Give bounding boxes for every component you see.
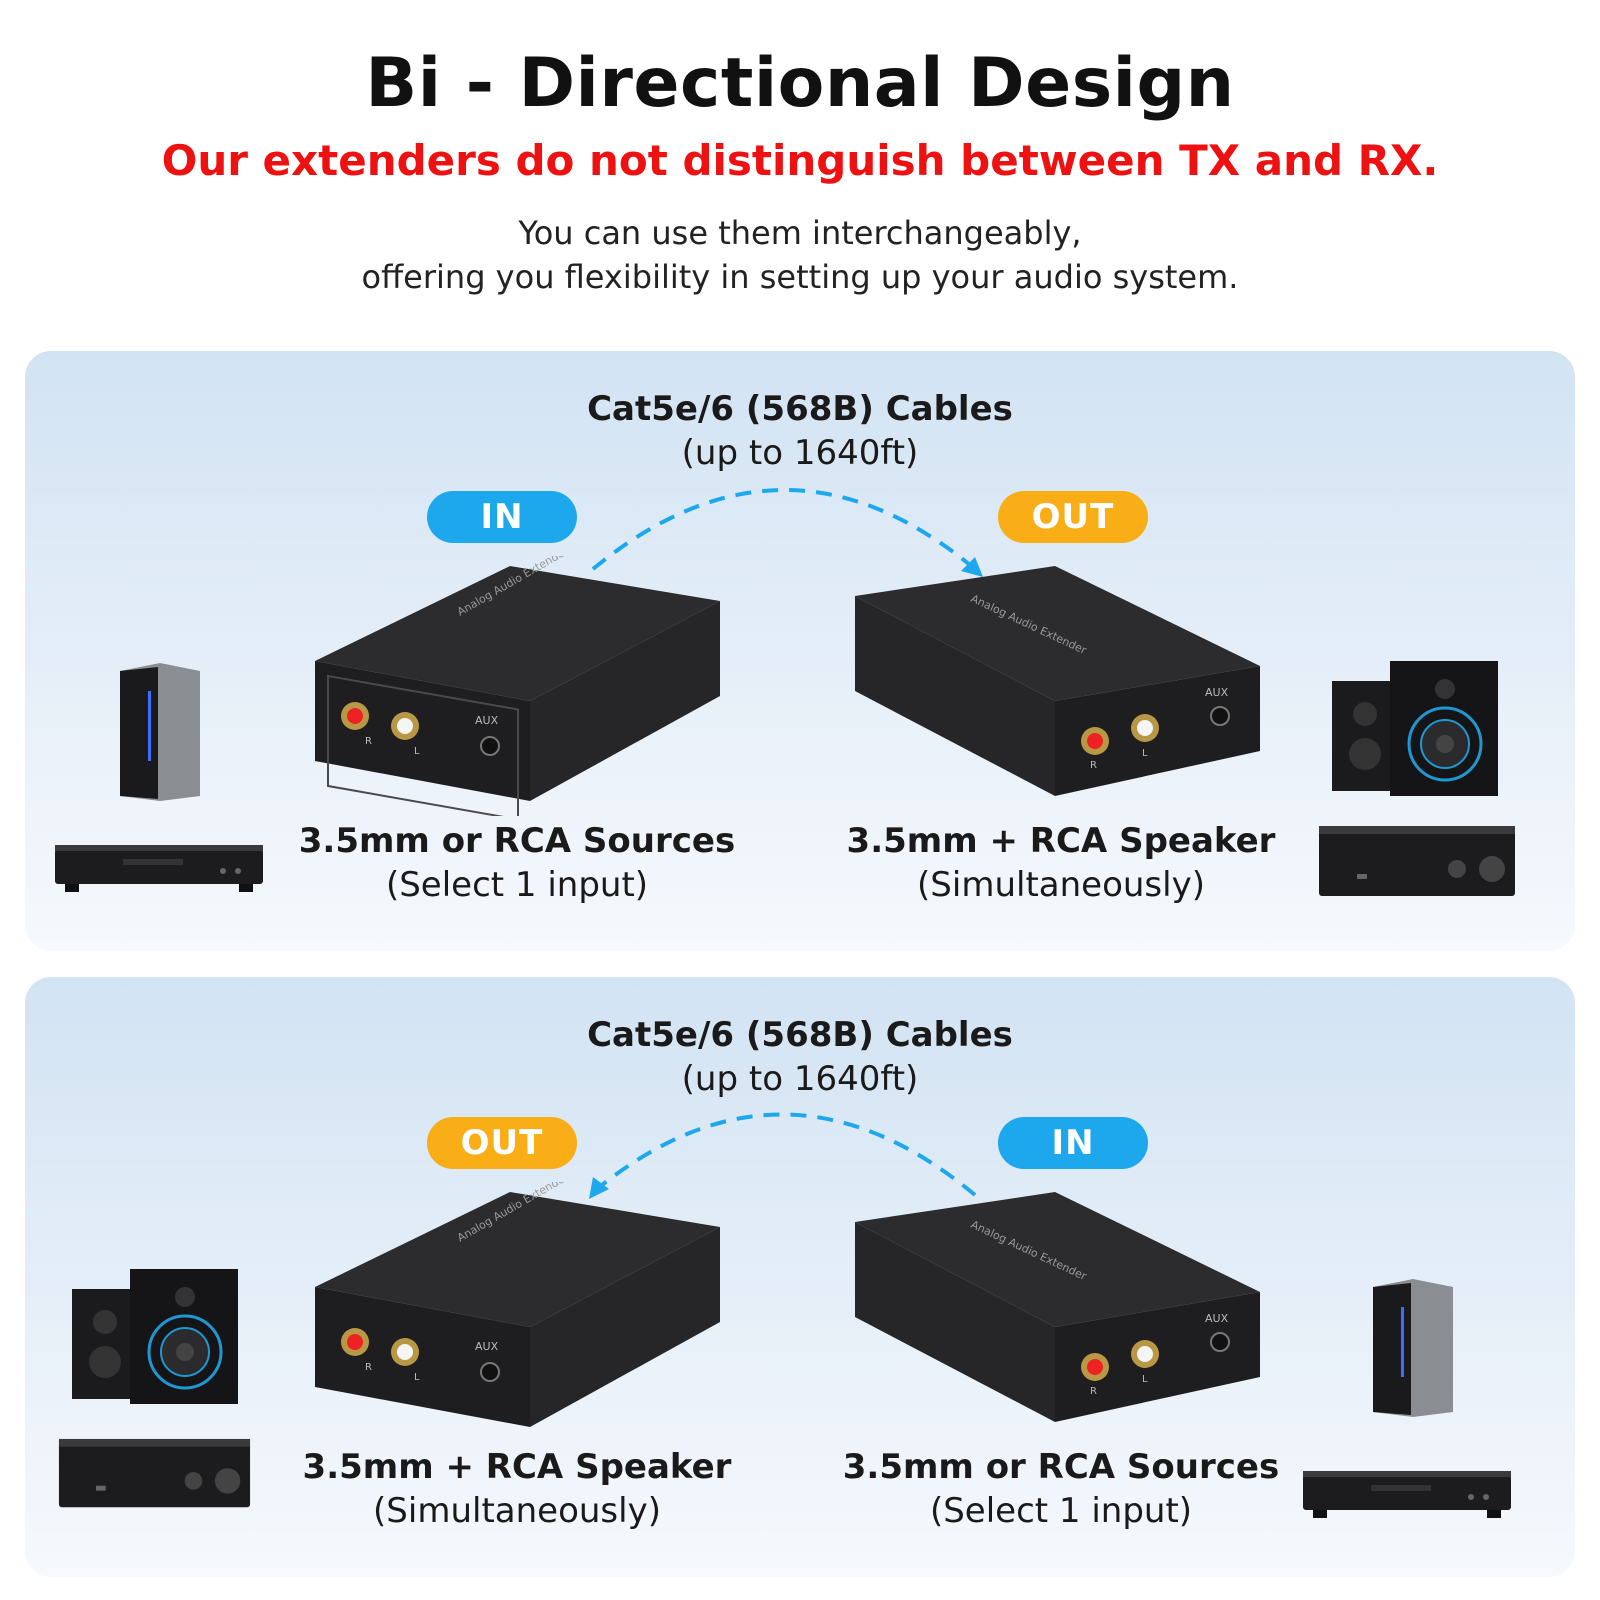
arrow-head	[589, 1177, 609, 1199]
description-line-2: offering you flexibility in setting up y…	[361, 258, 1239, 296]
dvd-player-icon	[55, 845, 263, 892]
page-subtitle: Our extenders do not distinguish between…	[161, 136, 1439, 185]
right-caption: 3.5mm or RCA Sources (Select 1 input)	[821, 1447, 1301, 1531]
port-l-label: L	[1142, 1374, 1148, 1385]
cable-title: Cat5e/6 (568B) Cables	[587, 389, 1013, 429]
audio-extender-device: R L AUX Analog Audio Extender	[855, 566, 1260, 796]
out-badge: OUT	[427, 1117, 577, 1169]
port-r-label: R	[365, 1362, 372, 1373]
right-caption-sub: (Simultaneously)	[917, 865, 1205, 905]
out-badge: OUT	[998, 491, 1148, 543]
left-caption-sub: (Simultaneously)	[373, 1491, 661, 1531]
pc-tower-icon	[120, 663, 200, 801]
av-receiver-icon	[58, 1438, 251, 1508]
pc-tower-icon	[1373, 1279, 1453, 1417]
port-aux-label: AUX	[1205, 686, 1229, 699]
left-caption: 3.5mm + RCA Speaker (Simultaneously)	[277, 1447, 757, 1531]
port-l-label: L	[414, 746, 420, 757]
port-aux-label: AUX	[1205, 1312, 1229, 1325]
port-l-label: L	[414, 1372, 420, 1383]
av-receiver-icon	[1319, 826, 1515, 896]
page-title: Bi - Directional Design	[365, 44, 1235, 123]
speakers-icon	[1332, 661, 1498, 796]
right-caption: 3.5mm + RCA Speaker (Simultaneously)	[821, 821, 1301, 905]
cable-arrow	[591, 488, 983, 577]
description-line-1: You can use them interchangeably,	[518, 214, 1082, 252]
in-badge: IN	[427, 491, 577, 543]
left-caption-main: 3.5mm + RCA Speaker	[302, 1447, 732, 1487]
audio-extender-device: R L AUX Analog Audio Extender	[855, 1192, 1260, 1422]
left-caption-main: 3.5mm or RCA Sources	[298, 821, 736, 861]
top-panel: Cat5e/6 (568B) Cables (up to 1640ft) IN …	[25, 351, 1575, 951]
port-r-label: R	[1090, 1386, 1097, 1397]
port-aux-label: AUX	[475, 714, 499, 727]
left-caption-sub: (Select 1 input)	[385, 865, 649, 905]
right-caption-main: 3.5mm or RCA Sources	[842, 1447, 1280, 1487]
cable-range: (up to 1640ft)	[681, 1059, 919, 1099]
arrow-head	[961, 557, 983, 577]
bottom-panel: Cat5e/6 (568B) Cables (up to 1640ft) OUT…	[25, 977, 1575, 1577]
cable-range: (up to 1640ft)	[681, 433, 919, 473]
audio-extender-device: R L AUX Analog Audio Extender	[315, 1182, 720, 1427]
cable-title: Cat5e/6 (568B) Cables	[587, 1015, 1013, 1055]
right-caption-main: 3.5mm + RCA Speaker	[846, 821, 1276, 861]
in-badge: IN	[998, 1117, 1148, 1169]
left-caption: 3.5mm or RCA Sources (Select 1 input)	[277, 821, 757, 905]
port-r-label: R	[365, 736, 372, 747]
right-caption-sub: (Select 1 input)	[929, 1491, 1193, 1531]
port-aux-label: AUX	[475, 1340, 499, 1353]
speakers-icon	[72, 1269, 238, 1404]
cable-arrow	[589, 1112, 977, 1199]
port-r-label: R	[1090, 760, 1097, 771]
audio-extender-device: R L AUX Analog Audio Extender	[315, 556, 720, 816]
port-l-label: L	[1142, 748, 1148, 759]
dvd-player-icon	[1303, 1471, 1511, 1518]
